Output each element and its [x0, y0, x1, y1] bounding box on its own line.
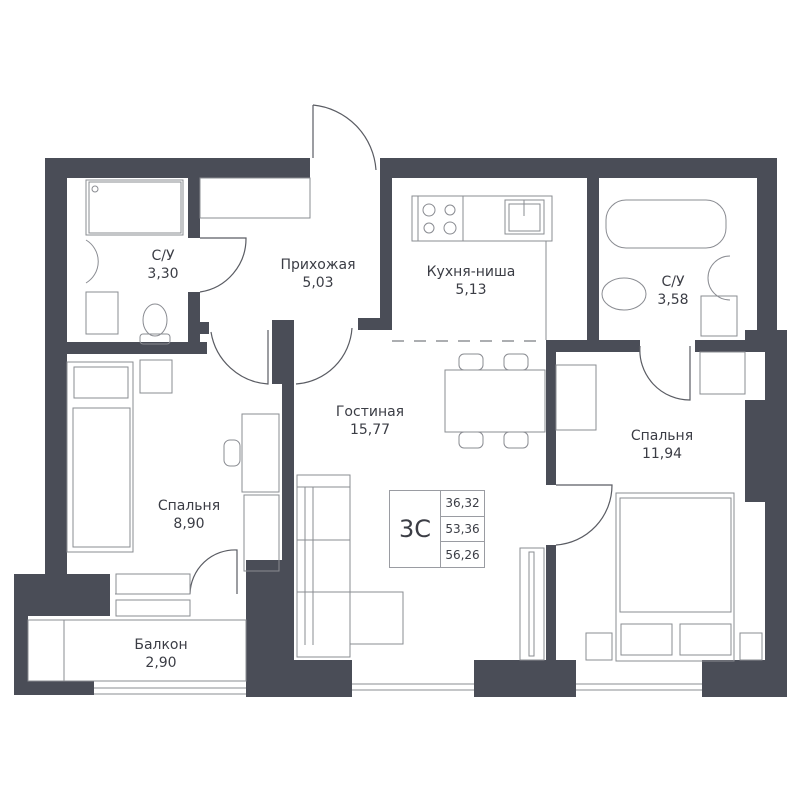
room-label-balcony: Балкон 2,90: [134, 636, 187, 672]
room-label-hallway: Прихожая 5,03: [281, 256, 356, 292]
room-area: 3,58: [657, 292, 689, 308]
room-label-bedroom-1: Спальня 8,90: [158, 497, 220, 533]
room-label-bedroom-2: Спальня 11,94: [631, 427, 693, 463]
room-name: С/У: [151, 248, 175, 264]
room-name: Прихожая: [280, 257, 356, 273]
room-area: 3,30: [147, 266, 179, 282]
apartment-type: 3С: [390, 491, 441, 567]
room-area: 2,90: [145, 655, 177, 671]
living-area: 36,32: [441, 491, 484, 517]
room-label-bathroom-1: С/У 3,30: [147, 247, 178, 283]
room-label-bathroom-2: С/У 3,58: [657, 273, 688, 309]
doors: [189, 104, 691, 595]
room-name: Спальня: [630, 428, 694, 444]
total-area: 53,36: [441, 517, 484, 543]
room-name: Балкон: [134, 637, 188, 653]
room-area: 11,94: [641, 446, 683, 462]
room-name: С/У: [661, 274, 685, 290]
room-label-kitchen-niche: Кухня-ниша 5,13: [427, 263, 516, 299]
room-label-living-room: Гостиная 15,77: [336, 403, 404, 439]
room-name: Гостиная: [335, 404, 405, 420]
room-name: Спальня: [157, 498, 221, 514]
total-area-with-balcony: 56,26: [445, 547, 480, 562]
room-name: Кухня-ниша: [426, 264, 516, 280]
room-area: 5,03: [302, 275, 334, 291]
apartment-summary: 3С 36,32 53,36 56,26: [389, 490, 485, 568]
walls: [14, 158, 787, 697]
area-list: 36,32 53,36 56,26: [441, 491, 484, 567]
room-area: 15,77: [349, 422, 391, 438]
fixtures: [27, 177, 763, 682]
room-area: 5,13: [455, 282, 487, 298]
room-area: 8,90: [173, 516, 205, 532]
